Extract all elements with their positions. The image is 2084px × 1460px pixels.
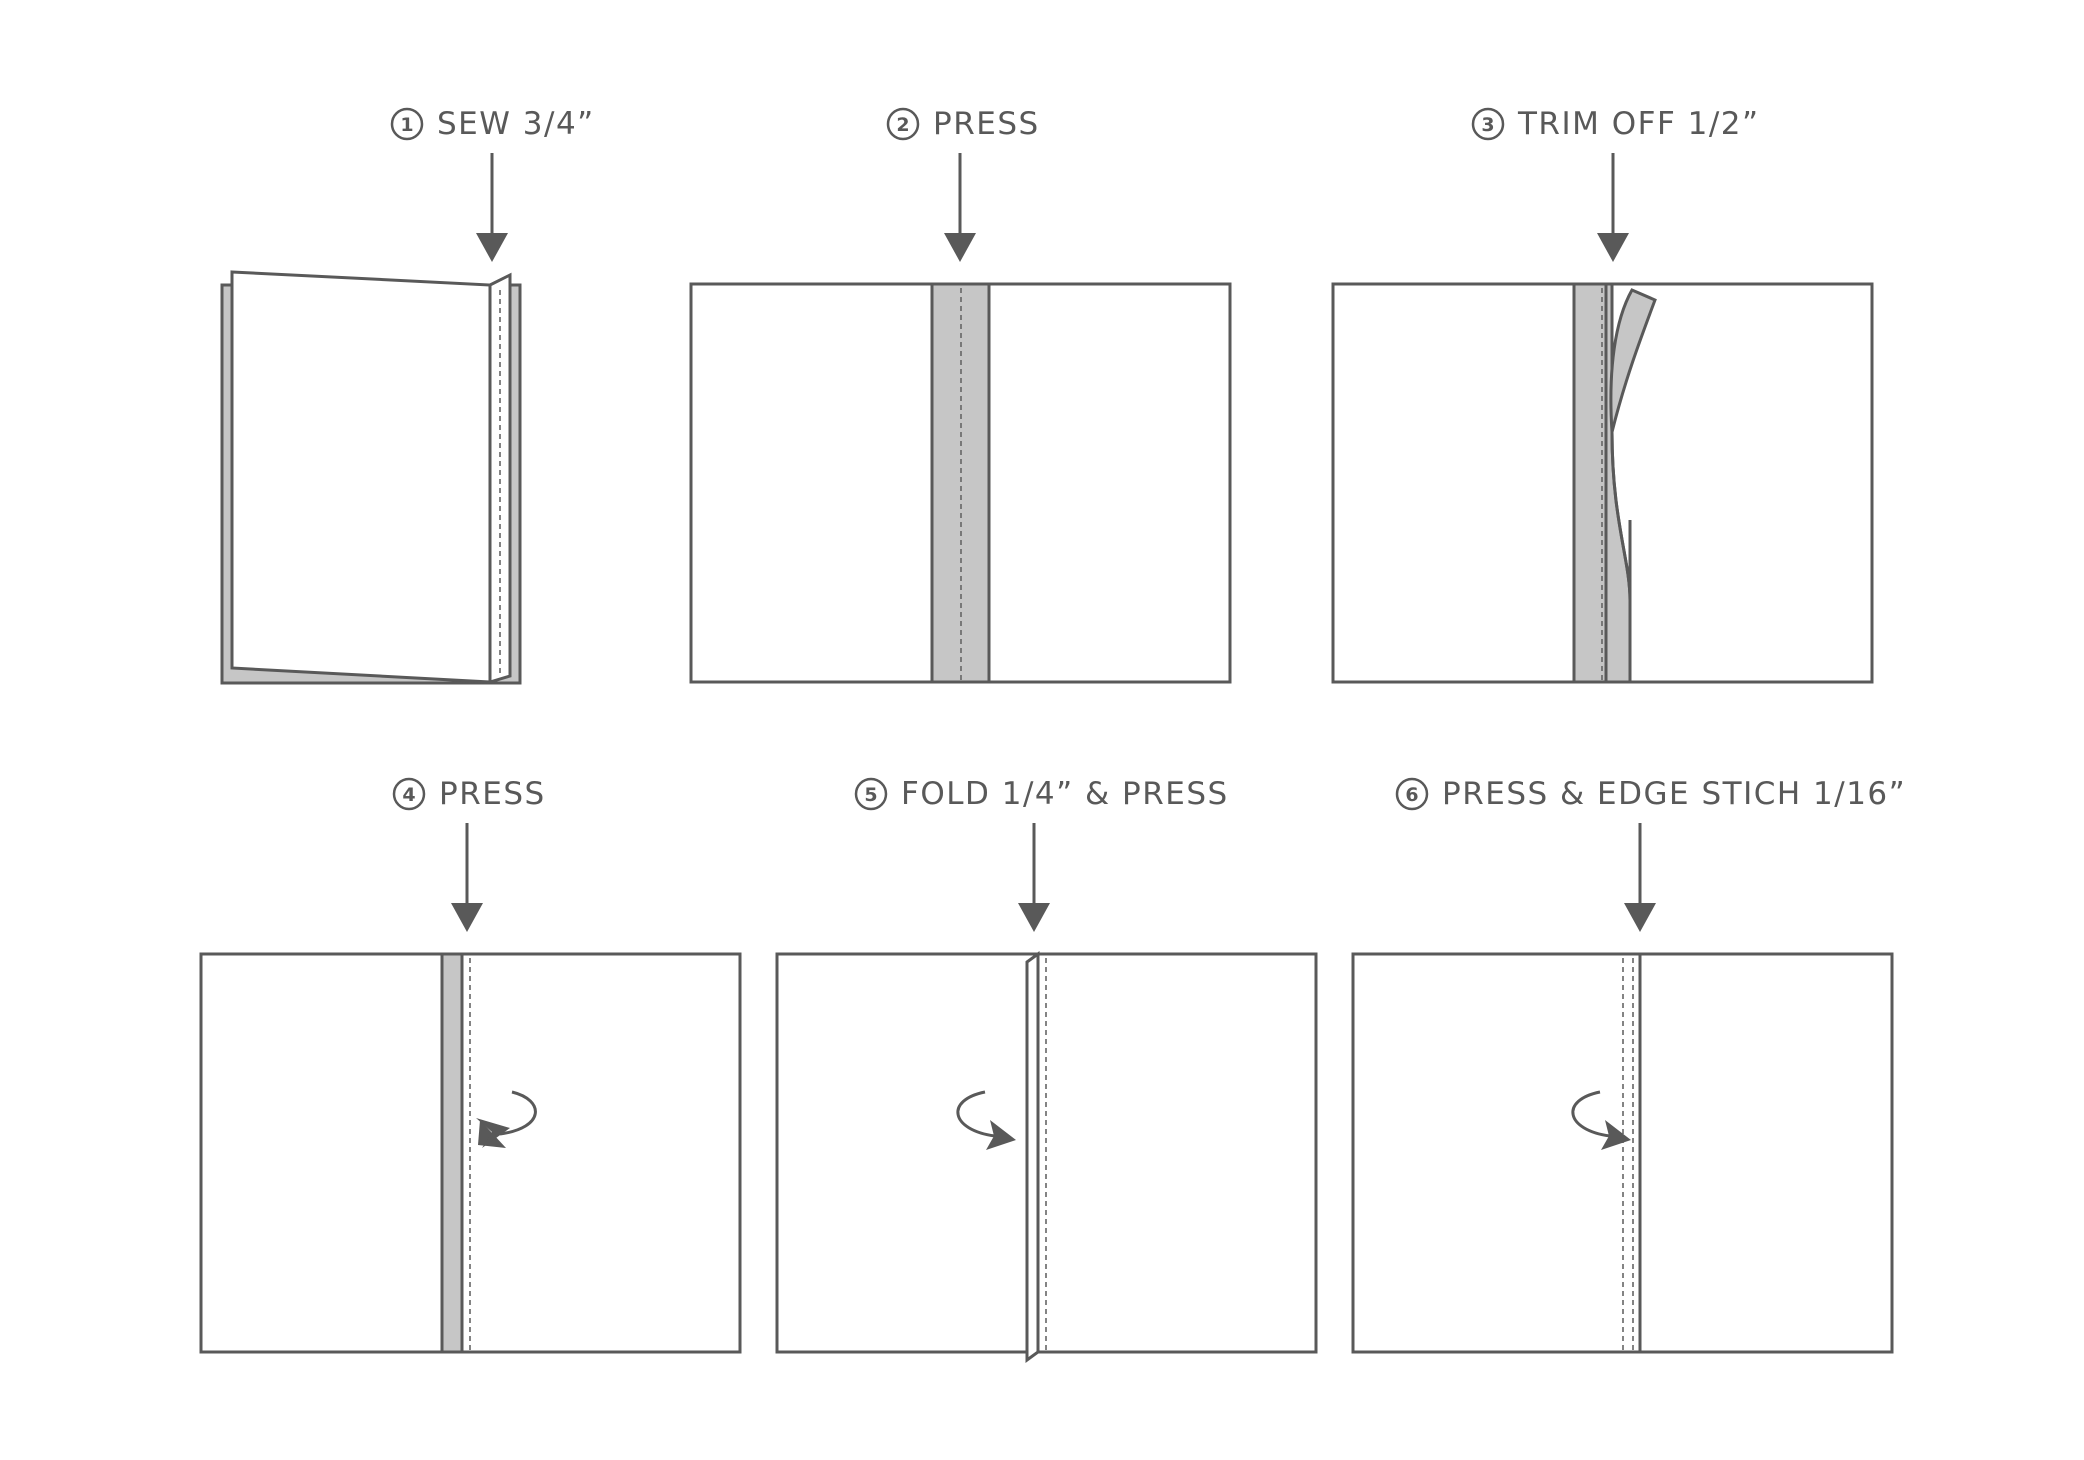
step-2: 2 PRESS — [689, 106, 1232, 684]
step-label: PRESS & EDGE STICH 1/16” — [1442, 776, 1906, 812]
down-arrow-icon — [1018, 823, 1050, 932]
step-label: PRESS — [933, 106, 1040, 142]
step-number: 5 — [864, 784, 877, 806]
step-badge-icon: 4 — [392, 777, 426, 811]
step-label: FOLD 1/4” & PRESS — [901, 776, 1229, 812]
step-label: TRIM OFF 1/2” — [1517, 106, 1760, 142]
fabric-pressed-open — [689, 282, 1232, 684]
fabric-edge-stitched — [1351, 952, 1894, 1354]
step-number: 4 — [402, 784, 415, 806]
step-3: 3 TRIM OFF 1/2” — [1331, 106, 1874, 684]
down-arrow-icon — [451, 823, 483, 932]
step-label: SEW 3/4” — [437, 106, 595, 142]
step-badge-icon: 6 — [1395, 777, 1429, 811]
fabric-folded-edge — [775, 951, 1318, 1363]
down-arrow-icon — [1624, 823, 1656, 932]
step-badge-icon: 2 — [886, 107, 920, 141]
step-number: 3 — [1481, 114, 1494, 136]
step-badge-icon: 3 — [1471, 107, 1505, 141]
step-4: 4 PRESS — [199, 776, 742, 1354]
down-arrow-icon — [1597, 153, 1629, 262]
down-arrow-icon — [944, 153, 976, 262]
step-badge-icon: 1 — [390, 107, 424, 141]
fabric-seam-pressed-side — [199, 952, 742, 1354]
step-number: 2 — [896, 114, 909, 136]
fabric-trimmed-seam — [1331, 282, 1874, 684]
step-1: 1 SEW 3/4” — [220, 106, 595, 685]
step-6: 6 PRESS & EDGE STICH 1/16” — [1351, 776, 1906, 1354]
step-number: 1 — [400, 114, 413, 136]
curved-arrow-icon — [1571, 1090, 1631, 1150]
curved-arrow-icon — [956, 1090, 1016, 1150]
step-badge-icon: 5 — [854, 777, 888, 811]
down-arrow-icon — [476, 153, 508, 262]
curved-arrow-icon — [476, 1090, 537, 1148]
step-5: 5 FOLD 1/4” & PRESS — [775, 776, 1318, 1363]
step-number: 6 — [1405, 784, 1418, 806]
fabric-sewn-pieces — [220, 270, 522, 685]
step-label: PRESS — [439, 776, 546, 812]
